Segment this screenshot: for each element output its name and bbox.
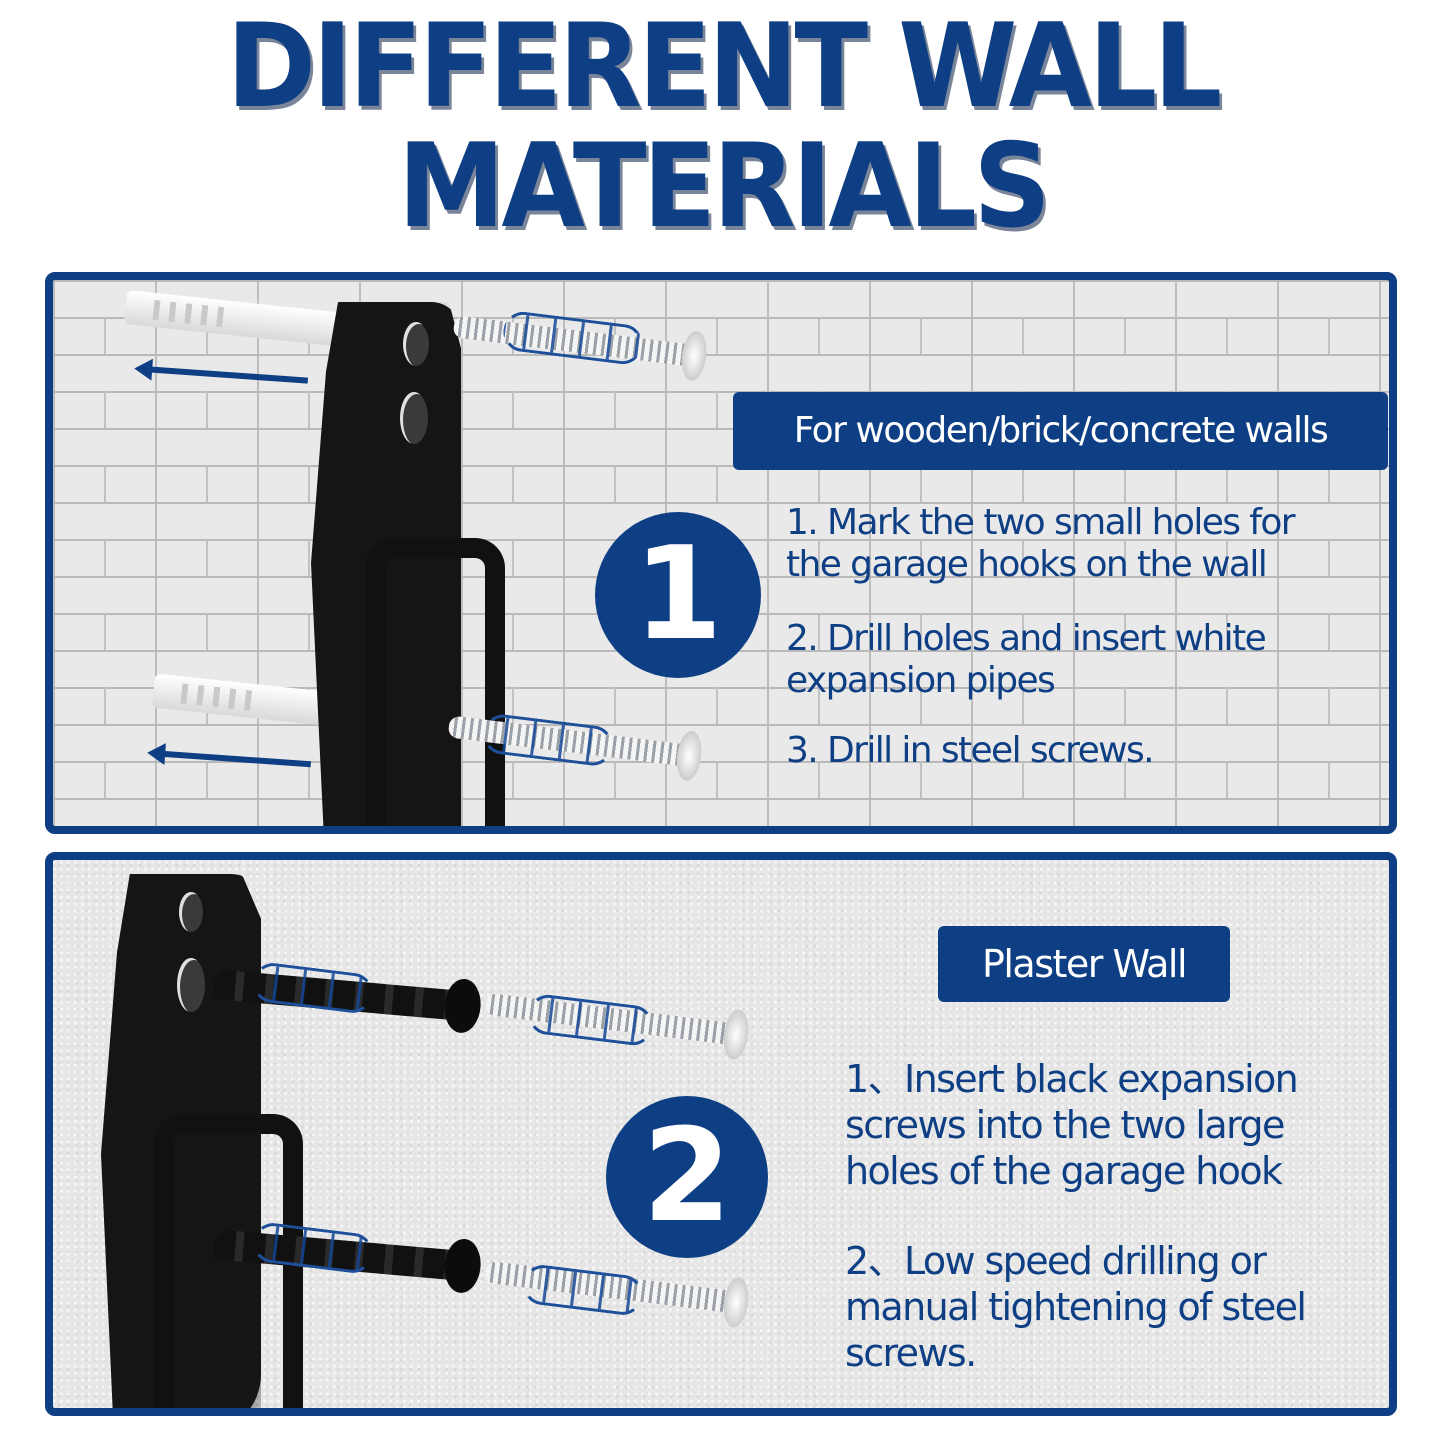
step-number-badge: 2 — [606, 1096, 768, 1258]
title-line-1: DIFFERENT WALL — [226, 0, 1222, 134]
instruction-step-1: 1、Insert black expansion screws into the… — [845, 1057, 1299, 1193]
hook-hole-large — [177, 958, 205, 1012]
wall-type-label: Plaster Wall — [938, 926, 1230, 1002]
hook-hole-large — [400, 392, 428, 444]
instruction-step-2: 2. Drill holes and insert white expansio… — [786, 618, 1267, 701]
hook-hole-small — [403, 322, 429, 366]
step-number-badge: 1 — [595, 512, 761, 678]
wall-type-label: For wooden/brick/concrete walls — [733, 392, 1388, 470]
hook-hole-small — [179, 892, 203, 932]
instruction-step-2: 2、Low speed drilling or manual tightenin… — [845, 1239, 1307, 1375]
instruction-step-3: 3. Drill in steel screws. — [786, 730, 1155, 771]
rotation-spiral-icon — [251, 960, 375, 1016]
brick-wall-panel: For wooden/brick/concrete walls 1 1. Mar… — [45, 272, 1397, 834]
instruction-step-1: 1. Mark the two small holes for the gara… — [786, 502, 1296, 585]
rotation-spiral-icon — [526, 992, 655, 1048]
rotation-spiral-icon — [521, 1262, 645, 1318]
plaster-wall-panel: Plaster Wall 2 1、Insert black expansion … — [45, 852, 1397, 1416]
garage-hook-arm — [365, 538, 505, 826]
title-line-2: MATERIALS — [397, 119, 1051, 254]
